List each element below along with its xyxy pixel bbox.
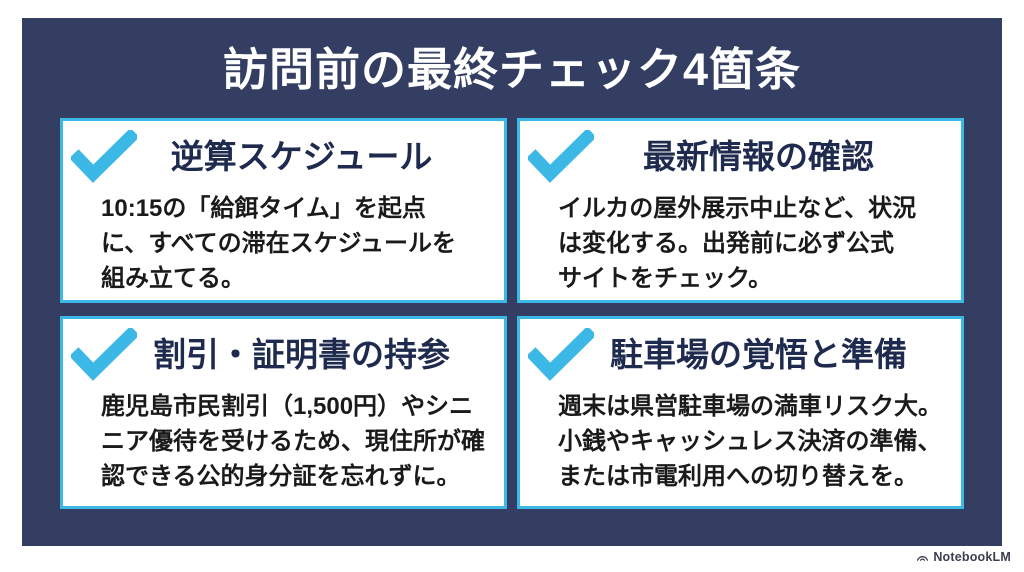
- card-body-text: 10:15の「給餌タイム」を起点 に、すべての滞在スケジュールを 組み立てる。: [101, 195, 456, 293]
- checkmark-icon: [528, 130, 594, 183]
- checklist-card-1: 逆算スケジュール 10:15の「給餌タイム」を起点 に、すべての滞在スケジュール…: [60, 118, 507, 303]
- checklist-card-3: 割引・証明書の持参 鹿児島市民割引（1,500円）やシニ ニア優待を受けるため、…: [60, 316, 507, 509]
- checklist-card-2: 最新情報の確認 イルカの屋外展示中止など、状況 は変化する。出発前に必ず公式 サ…: [517, 118, 964, 303]
- notebooklm-logo-icon: [917, 555, 929, 561]
- card-body-text: 鹿児島市民割引（1,500円）やシニ ニア優待を受けるため、現住所が確 認できる…: [101, 393, 485, 491]
- card-header: 逆算スケジュール: [71, 130, 496, 184]
- card-title: 最新情報の確認: [643, 137, 874, 175]
- page-title: 訪問前の最終チェック4箇条: [222, 44, 802, 95]
- card-title: 駐車場の覚悟と準備: [610, 335, 907, 373]
- card-title: 逆算スケジュール: [170, 137, 433, 175]
- card-body-text: イルカの屋外展示中止など、状況 は変化する。出発前に必ず公式 サイトをチェック。: [558, 195, 917, 293]
- card-body-text: 週末は県営駐車場の満車リスク大。 小銭やキャッシュレス決済の準備、 または市電利…: [558, 393, 942, 491]
- card-header: 最新情報の確認: [528, 130, 953, 184]
- card-header: 割引・証明書の持参: [71, 328, 496, 382]
- checkmark-icon: [528, 328, 594, 381]
- brand-label: NotebookLM: [933, 550, 1011, 564]
- notebooklm-brand: NotebookLM: [916, 550, 1011, 564]
- checklist-card-4: 駐車場の覚悟と準備 週末は県営駐車場の満車リスク大。 小銭やキャッシュレス決済の…: [517, 316, 964, 509]
- card-header: 駐車場の覚悟と準備: [528, 328, 953, 382]
- card-title: 割引・証明書の持参: [153, 335, 450, 373]
- checklist-grid: 逆算スケジュール 10:15の「給餌タイム」を起点 に、すべての滞在スケジュール…: [60, 118, 964, 509]
- checkmark-icon: [71, 328, 137, 381]
- slide-panel: 訪問前の最終チェック4箇条 逆算スケジュール 10:15の「給餌タイム」を起点 …: [22, 18, 1002, 546]
- checkmark-icon: [71, 130, 137, 183]
